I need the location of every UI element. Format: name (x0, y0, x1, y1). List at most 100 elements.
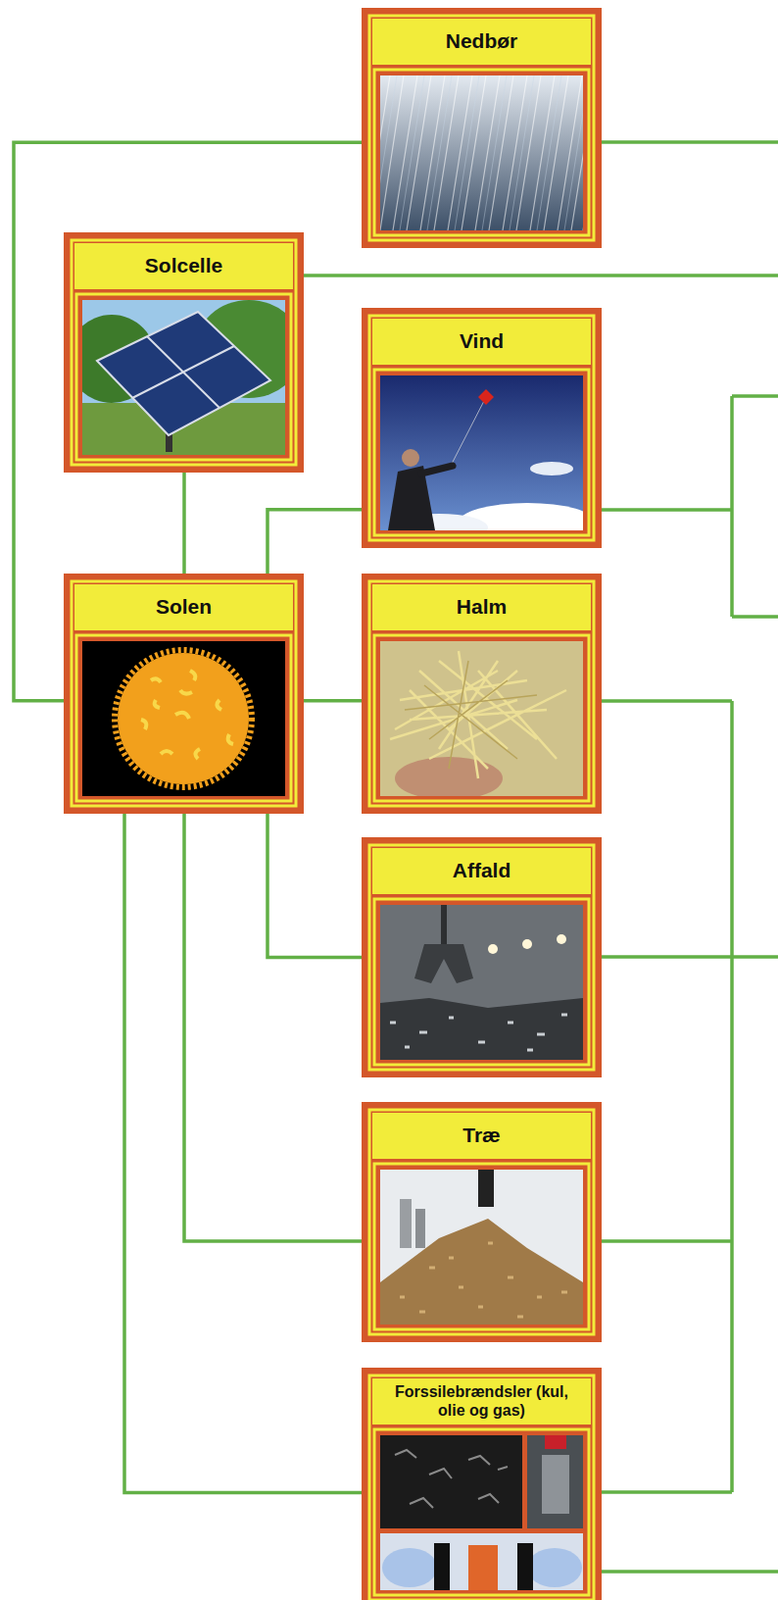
box-title: Forssilebrændsler (kul, olie og gas) (393, 1382, 571, 1419)
pipe (541, 1454, 570, 1513)
box-frame (361, 1366, 602, 1600)
box-title: Træ (462, 1122, 501, 1147)
worker (468, 1544, 498, 1590)
wire (601, 1238, 732, 1243)
sky (380, 1168, 584, 1324)
connector-line (124, 813, 362, 1492)
box-frame (361, 7, 602, 248)
connector-path (267, 509, 362, 574)
pipe-cap (544, 1434, 567, 1449)
waste-debris (389, 1014, 568, 1050)
connector-path (124, 813, 362, 1492)
sun (117, 652, 249, 784)
person-arm (421, 465, 453, 474)
energy-box: Solen (63, 573, 304, 814)
box-title: Solen (155, 594, 212, 619)
solar-panel (97, 311, 271, 436)
connector-path (303, 698, 362, 703)
rain-streaks (372, 75, 589, 231)
connector-line (13, 142, 362, 701)
wire (601, 1568, 778, 1573)
connector-path (13, 142, 362, 701)
box-frame (361, 836, 602, 1077)
wood-texture (399, 1242, 568, 1316)
box-title: Solcelle (145, 253, 223, 278)
lamp (487, 943, 498, 954)
box-frame (63, 573, 304, 814)
energy-box: Vind (361, 307, 602, 548)
title-bar: Træ (372, 1112, 591, 1159)
box-title: Halm (456, 594, 507, 619)
wood-pile (380, 1217, 584, 1324)
connector-path (267, 813, 362, 958)
straw-photo (380, 640, 584, 800)
title-bar: Solcelle (74, 243, 293, 290)
space (82, 640, 286, 796)
title-bar: Affald (372, 847, 591, 894)
wire (302, 273, 778, 278)
waste-pile (380, 997, 584, 1060)
sun-texture (141, 670, 234, 759)
tower (415, 1208, 426, 1248)
box-frame (361, 573, 602, 814)
oil-vial (517, 1542, 534, 1590)
panel-grid (132, 336, 235, 408)
person-head (401, 448, 420, 467)
energy-box: Nedbør (361, 7, 602, 248)
title-bar: Halm (372, 583, 591, 631)
connector-path (182, 472, 187, 574)
connector-line (184, 472, 186, 574)
energy-box: Halm (361, 573, 602, 814)
glove (382, 1547, 438, 1587)
box-title: Affald (452, 858, 512, 882)
straw-stalks (404, 660, 537, 769)
hall (380, 904, 584, 1060)
connector-line (267, 509, 362, 574)
wire (601, 1489, 732, 1494)
box-frame (361, 307, 602, 548)
box-frame (361, 1101, 602, 1342)
wood-photo (380, 1168, 584, 1324)
oil-photo (380, 1532, 584, 1590)
pipe-photo (527, 1434, 584, 1528)
kite-string (450, 396, 487, 466)
energy-box: Affald (361, 836, 602, 1077)
solar-photo (67, 299, 303, 455)
wire (601, 395, 778, 617)
title-bar: Forssilebrændsler (kul, olie og gas) (372, 1377, 591, 1424)
connector-path (184, 813, 362, 1241)
box-frame (63, 232, 304, 473)
connector-line (303, 699, 362, 701)
glove (527, 1547, 583, 1587)
chute (478, 1168, 494, 1207)
energy-box: Forssilebrændsler (kul, olie og gas) (361, 1366, 602, 1600)
grab (414, 943, 474, 983)
connector-line (184, 813, 362, 1241)
coal (380, 1434, 523, 1528)
title-bar: Nedbør (372, 18, 591, 65)
box-title: Nedbør (445, 29, 519, 53)
wire (601, 700, 732, 1492)
wire (601, 954, 778, 959)
crane-cable (440, 904, 447, 944)
rain-streaks (365, 75, 608, 231)
lamp (522, 938, 533, 949)
title-bar: Vind (372, 318, 591, 365)
wind-photo (380, 375, 596, 542)
waste-photo (380, 904, 584, 1060)
energy-box: Træ (361, 1101, 602, 1342)
energy-box: Solcelle (63, 232, 304, 473)
cloud (530, 461, 574, 476)
wire-group (302, 142, 778, 1571)
title-bar: Solen (74, 583, 293, 631)
tower (399, 1198, 412, 1248)
hand (394, 756, 503, 800)
wire (601, 140, 778, 145)
kite (478, 389, 494, 405)
sun-picture (82, 640, 286, 796)
oil-vial (434, 1542, 450, 1590)
fossil-photo (380, 1434, 584, 1590)
